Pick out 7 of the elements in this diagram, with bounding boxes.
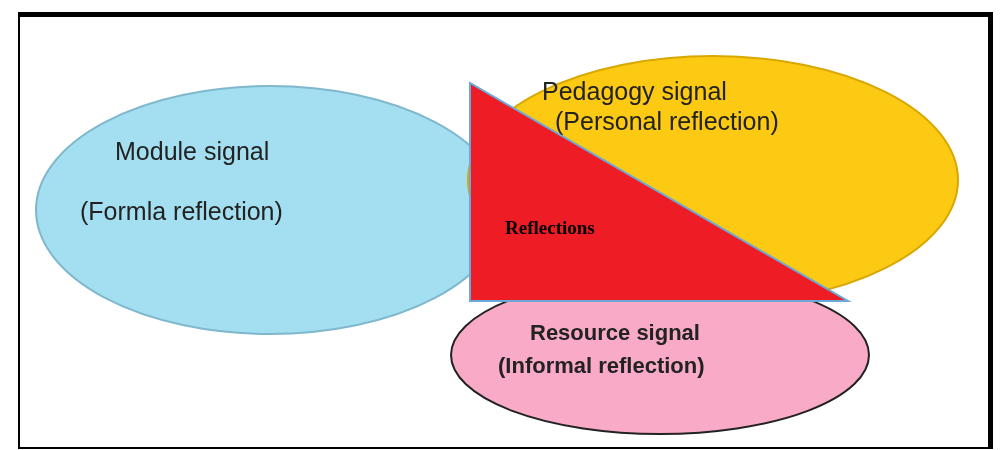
- node-label: Pedagogy signal: [542, 77, 727, 106]
- node-label: (Personal reflection): [555, 107, 779, 136]
- node-label: (Informal reflection): [498, 353, 705, 379]
- node-label: Reflections: [505, 217, 595, 239]
- node-label: Resource signal: [530, 320, 700, 346]
- node-label: (Formla reflection): [80, 197, 283, 226]
- node-label: Module signal: [115, 137, 270, 166]
